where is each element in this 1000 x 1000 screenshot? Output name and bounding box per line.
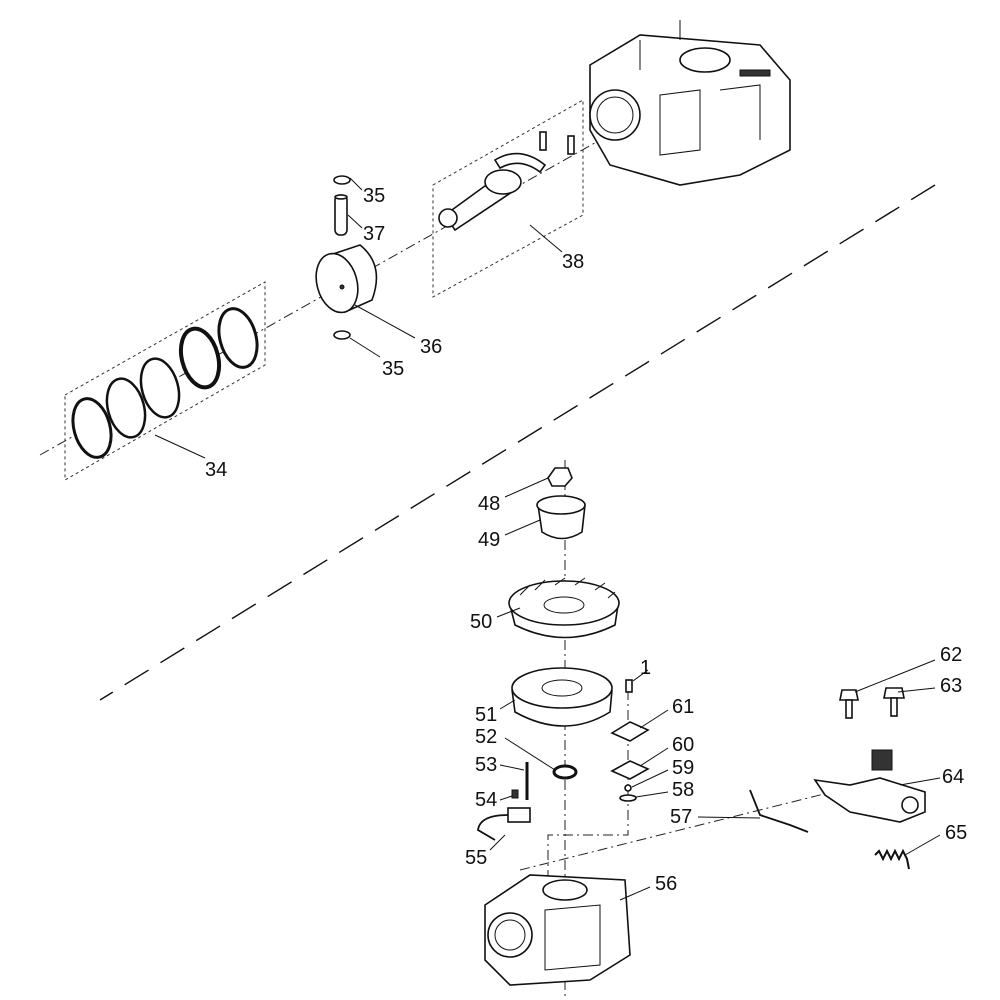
callout-48: 48 — [478, 493, 500, 515]
callout-63: 63 — [940, 675, 962, 697]
washer — [552, 764, 578, 780]
governor-lever-assembly — [813, 749, 926, 823]
callout-61: 61 — [672, 696, 694, 718]
piston-rings — [64, 281, 266, 481]
callout-35-upper: 35 — [363, 185, 385, 207]
spring-washer — [624, 784, 632, 792]
callout-60: 60 — [672, 734, 694, 756]
ignition-axis — [547, 690, 629, 880]
callout-1: 1 — [640, 657, 651, 679]
callout-38: 38 — [562, 251, 584, 273]
screw — [625, 679, 633, 693]
governor-axis — [519, 789, 841, 871]
flywheel-nut — [547, 467, 573, 487]
callout-64: 64 — [942, 766, 964, 788]
callout-36: 36 — [420, 336, 442, 358]
circlip-lower — [333, 330, 351, 340]
piston-pin — [334, 194, 348, 236]
callout-50: 50 — [470, 611, 492, 633]
callout-55: 55 — [465, 847, 487, 869]
callout-62: 62 — [940, 644, 962, 666]
callout-49: 49 — [478, 529, 500, 551]
leader-lines — [154, 177, 941, 901]
flywheel — [511, 667, 613, 727]
crankcase-lower — [484, 874, 631, 986]
callout-56: 56 — [655, 873, 677, 895]
callout-52: 52 — [475, 726, 497, 748]
section-divider-line — [99, 184, 936, 701]
connecting-rod-assembly — [432, 99, 584, 298]
callout-58: 58 — [672, 779, 694, 801]
callout-59: 59 — [672, 757, 694, 779]
bolt-62 — [839, 689, 859, 719]
callout-37: 37 — [363, 223, 385, 245]
piston — [315, 244, 378, 314]
crankcase-upper — [589, 20, 791, 186]
governor-spring — [874, 848, 910, 870]
nut-plate — [619, 794, 637, 802]
insulator-plate — [610, 760, 650, 780]
governor-wire — [749, 789, 809, 833]
callout-53: 53 — [475, 754, 497, 776]
cooling-fan — [508, 577, 620, 639]
bolt-63 — [883, 687, 905, 717]
gasket-plate — [610, 721, 650, 742]
callout-54: 54 — [475, 789, 497, 811]
callout-34: 34 — [205, 459, 227, 481]
callout-51: 51 — [475, 704, 497, 726]
ignition-coil — [477, 789, 531, 841]
callout-57: 57 — [670, 806, 692, 828]
starter-cup — [536, 495, 586, 540]
callout-35-lower: 35 — [382, 358, 404, 380]
circlip-upper — [333, 175, 351, 185]
callout-65: 65 — [945, 822, 967, 844]
